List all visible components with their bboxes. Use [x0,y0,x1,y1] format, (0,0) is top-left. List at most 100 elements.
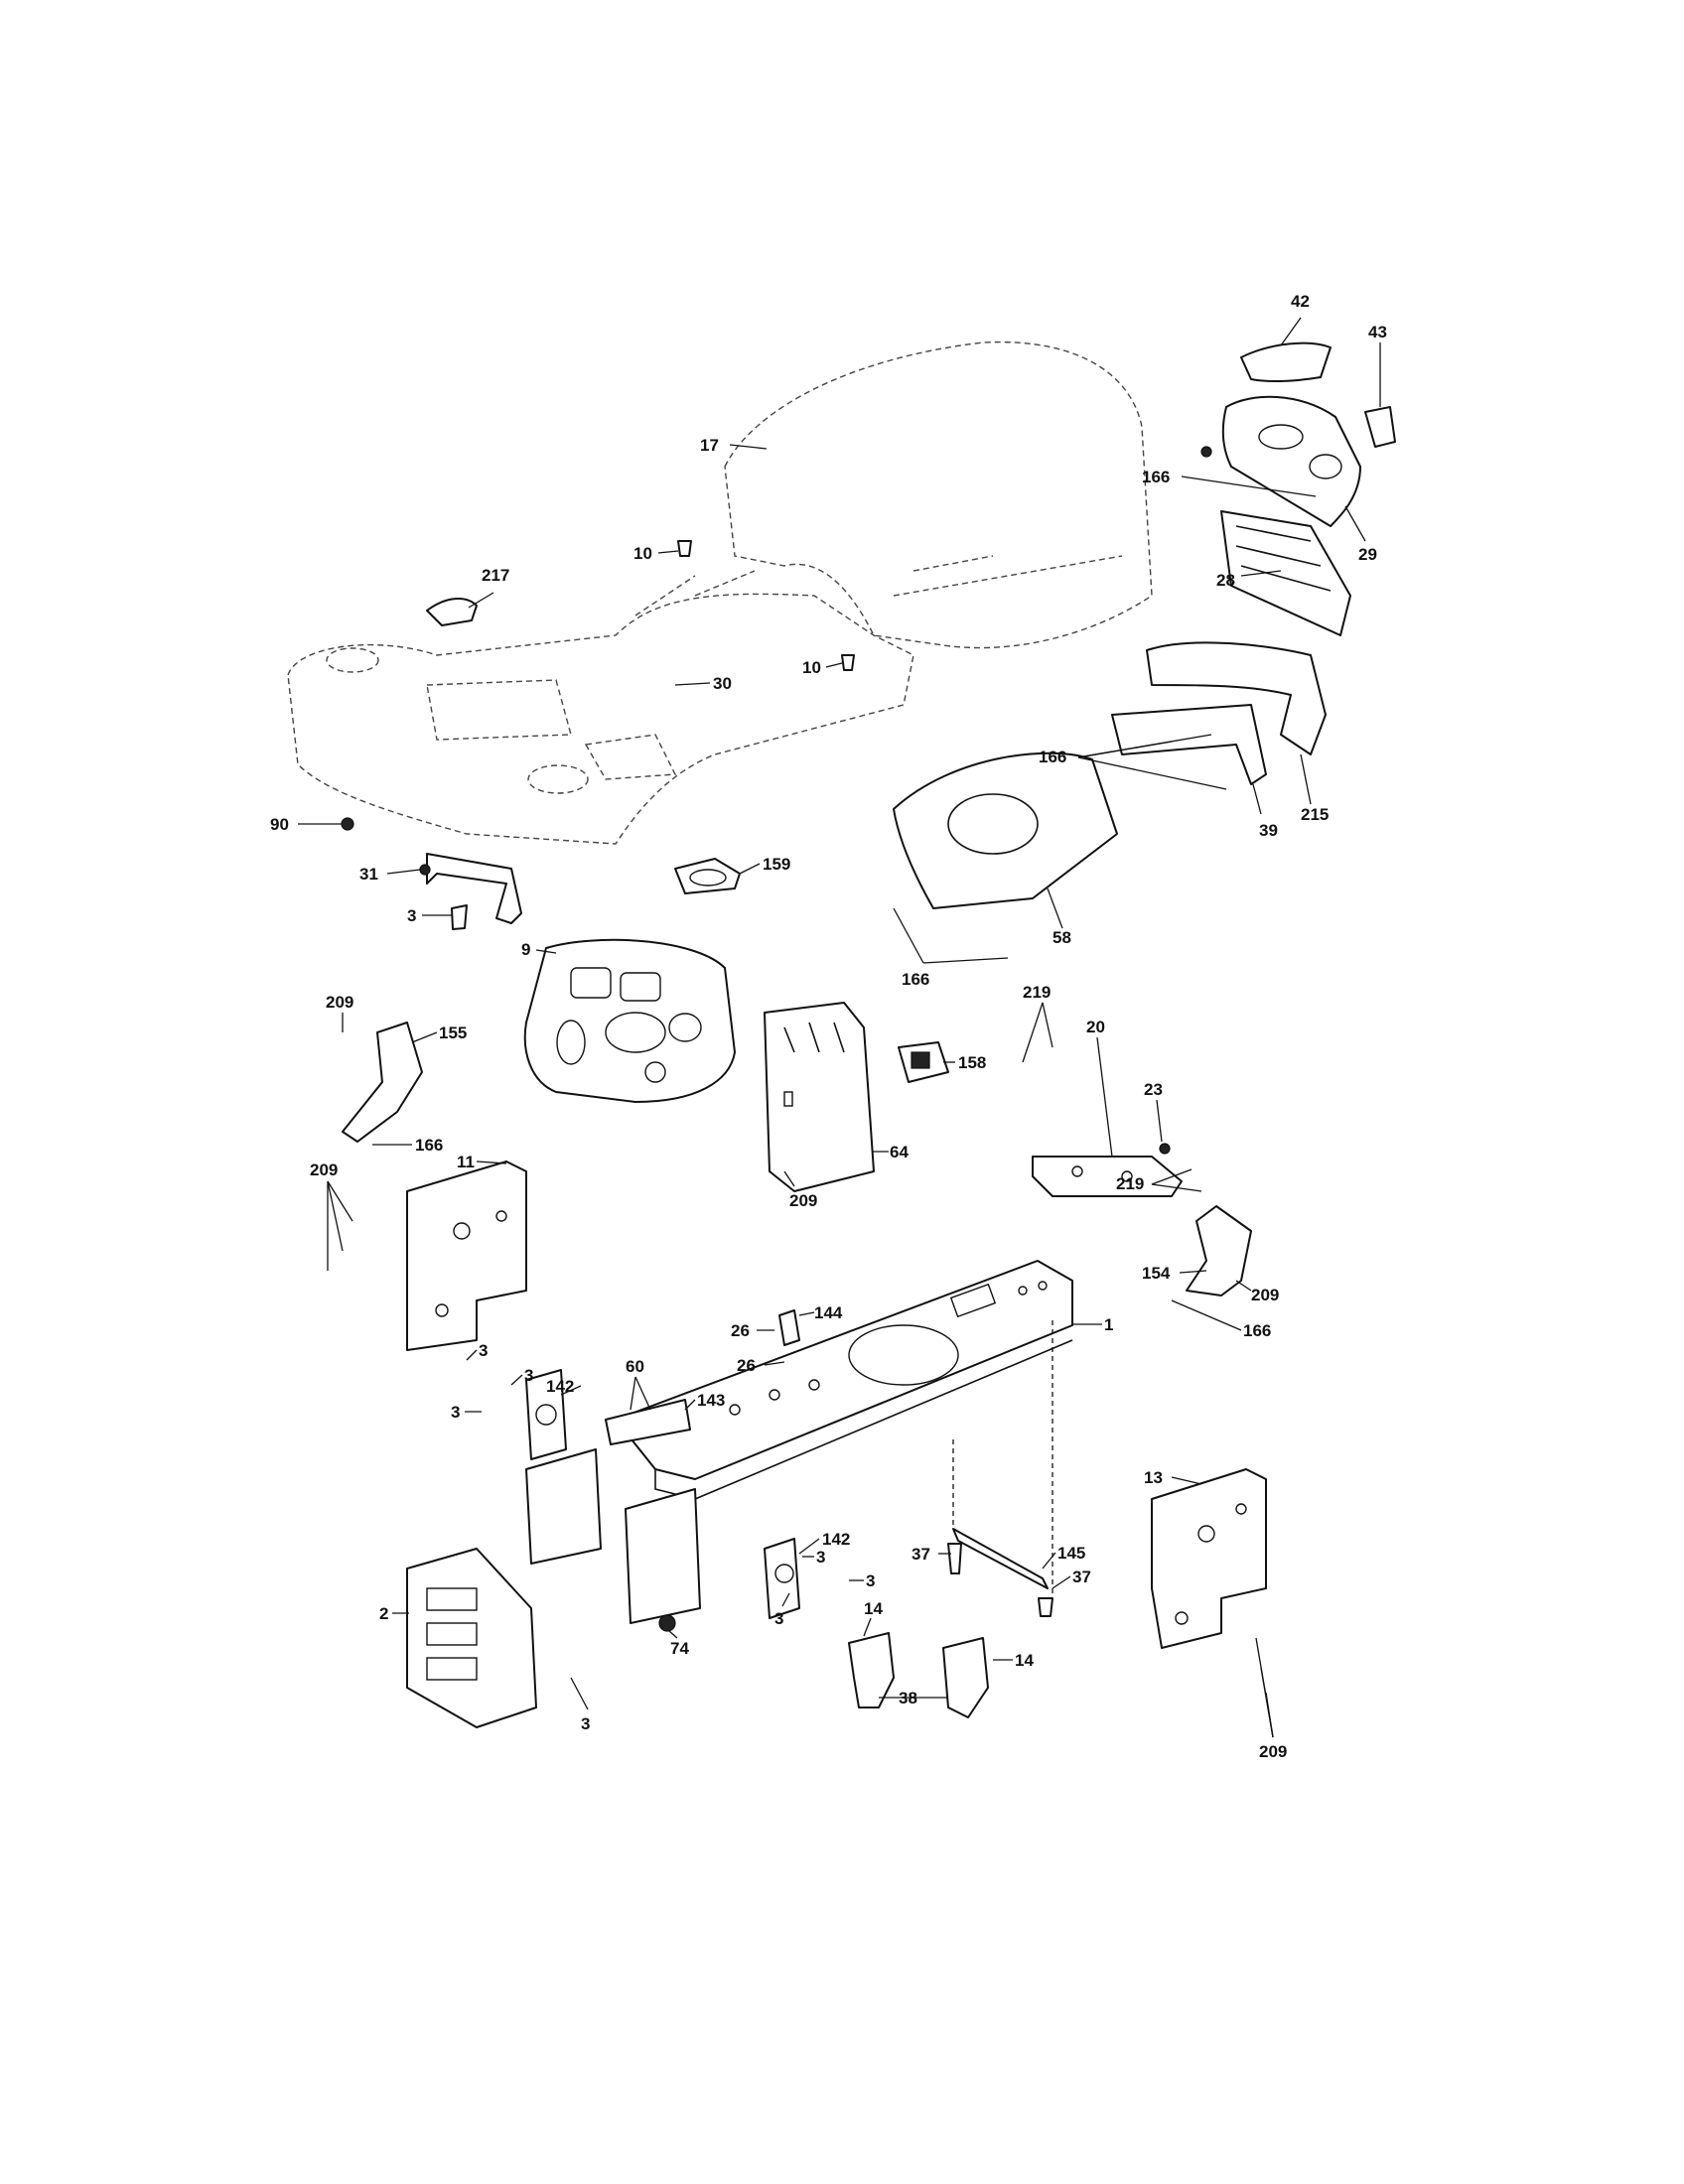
bracket-20 [1032,1143,1183,1197]
bracket-38b [942,1637,989,1718]
callout-label: 209 [326,993,353,1012]
callout-label: 209 [1251,1286,1279,1304]
callout-label: 74 [670,1639,689,1658]
callout-215: 215 [1300,753,1329,824]
callout-217: 217 [468,566,509,609]
callout-label: 215 [1301,805,1329,824]
callout-14a: 14 [863,1599,883,1637]
bracket-60 [605,1399,691,1445]
callout-10b: 10 [802,658,843,677]
callout-label: 159 [763,855,790,874]
callout-label: 3 [581,1714,590,1733]
dash-control-lever [426,598,478,626]
grille-top-cap [1240,341,1332,383]
callout-label: 209 [1259,1742,1287,1761]
dash-body-part [287,570,914,845]
tank-cover-58 [893,751,1118,909]
callout-14b: 14 [993,1651,1034,1670]
callout-label: 42 [1291,292,1310,311]
callout-label: 155 [439,1024,467,1042]
plate-front-mid [625,1488,701,1624]
callout-label: 3 [479,1341,488,1360]
grille-frame [1200,395,1361,527]
callout-label: 17 [700,436,719,455]
bracket-31 [419,853,522,924]
callout-label: 2 [379,1604,388,1623]
callout-label: 3 [524,1366,533,1385]
callout-label: 142 [822,1530,850,1549]
callout-label: 43 [1368,323,1387,341]
callout-60: 60 [626,1357,651,1411]
callout-31: 31 [359,865,421,884]
callout-37b: 37 [1052,1568,1091,1589]
callout-label: 64 [890,1143,909,1161]
callout-9: 9 [521,940,557,959]
callout-17: 17 [700,436,768,455]
callout-label: 9 [521,940,530,959]
callout-166c: 166 [893,907,1009,989]
callout-58: 58 [1047,887,1071,947]
callout-219a: 219 [1022,983,1053,1063]
callout-142b: 142 [798,1530,850,1555]
callout-label: 1 [1104,1315,1113,1334]
callout-3f: 3 [849,1571,875,1590]
callout-3d: 3 [451,1403,482,1422]
callout-20: 20 [1086,1018,1113,1158]
callout-3c: 3 [510,1366,533,1386]
callout-11: 11 [457,1153,507,1171]
main-frame-1 [615,1260,1073,1500]
callout-26b: 26 [737,1356,785,1375]
bracket-144 [778,1309,800,1346]
callout-26a: 26 [731,1321,774,1340]
callout-42: 42 [1280,292,1310,346]
callout-label: 3 [451,1403,460,1422]
callout-label: 217 [482,566,509,585]
callout-209c: 209 [310,1160,353,1271]
callout-90: 90 [270,815,342,834]
callout-label: 166 [902,970,929,989]
callout-label: 209 [789,1191,817,1210]
plate-11 [406,1160,527,1351]
callout-label: 23 [1144,1080,1163,1099]
panel-64 [764,1002,875,1192]
callout-label: 30 [713,674,732,693]
callout-3g: 3 [774,1592,790,1628]
nut-90 [341,817,354,831]
callout-28: 28 [1216,570,1282,590]
callout-label: 166 [1039,748,1066,766]
callout-43: 43 [1368,323,1387,407]
callout-label: 3 [866,1571,875,1590]
callout-label: 166 [1243,1321,1271,1340]
callout-142a: 142 [546,1377,582,1396]
callout-label: 26 [731,1321,750,1340]
callout-label: 11 [457,1153,475,1171]
callout-label: 39 [1259,821,1278,840]
callout-label: 26 [737,1356,756,1375]
callout-label: 90 [270,815,289,834]
callout-label: 142 [546,1377,574,1396]
callout-label: 29 [1358,545,1377,564]
callout-label: 13 [1144,1468,1163,1487]
switch-158 [898,1041,949,1083]
callout-label: 166 [415,1136,443,1155]
callout-label: 209 [310,1160,338,1179]
callout-3h: 3 [570,1677,590,1733]
bracket-154 [1186,1205,1252,1297]
callout-166b: 166 [1039,734,1227,790]
callout-label: 37 [1072,1568,1091,1586]
callout-23: 23 [1144,1080,1163,1143]
callout-166d: 166 [372,1136,443,1155]
callout-209b: 209 [783,1170,817,1210]
callout-3e: 3 [802,1548,825,1567]
console-cup-159 [674,858,741,894]
callout-64: 64 [872,1143,909,1161]
callout-label: 158 [958,1053,986,1072]
callout-label: 14 [864,1599,883,1618]
callout-label: 143 [697,1391,725,1410]
callout-2: 2 [379,1604,409,1623]
callout-label: 14 [1015,1651,1034,1670]
callout-label: 31 [359,865,378,884]
bolt-37a [947,1543,962,1574]
callout-158: 158 [943,1053,986,1072]
callout-label: 3 [407,906,416,925]
